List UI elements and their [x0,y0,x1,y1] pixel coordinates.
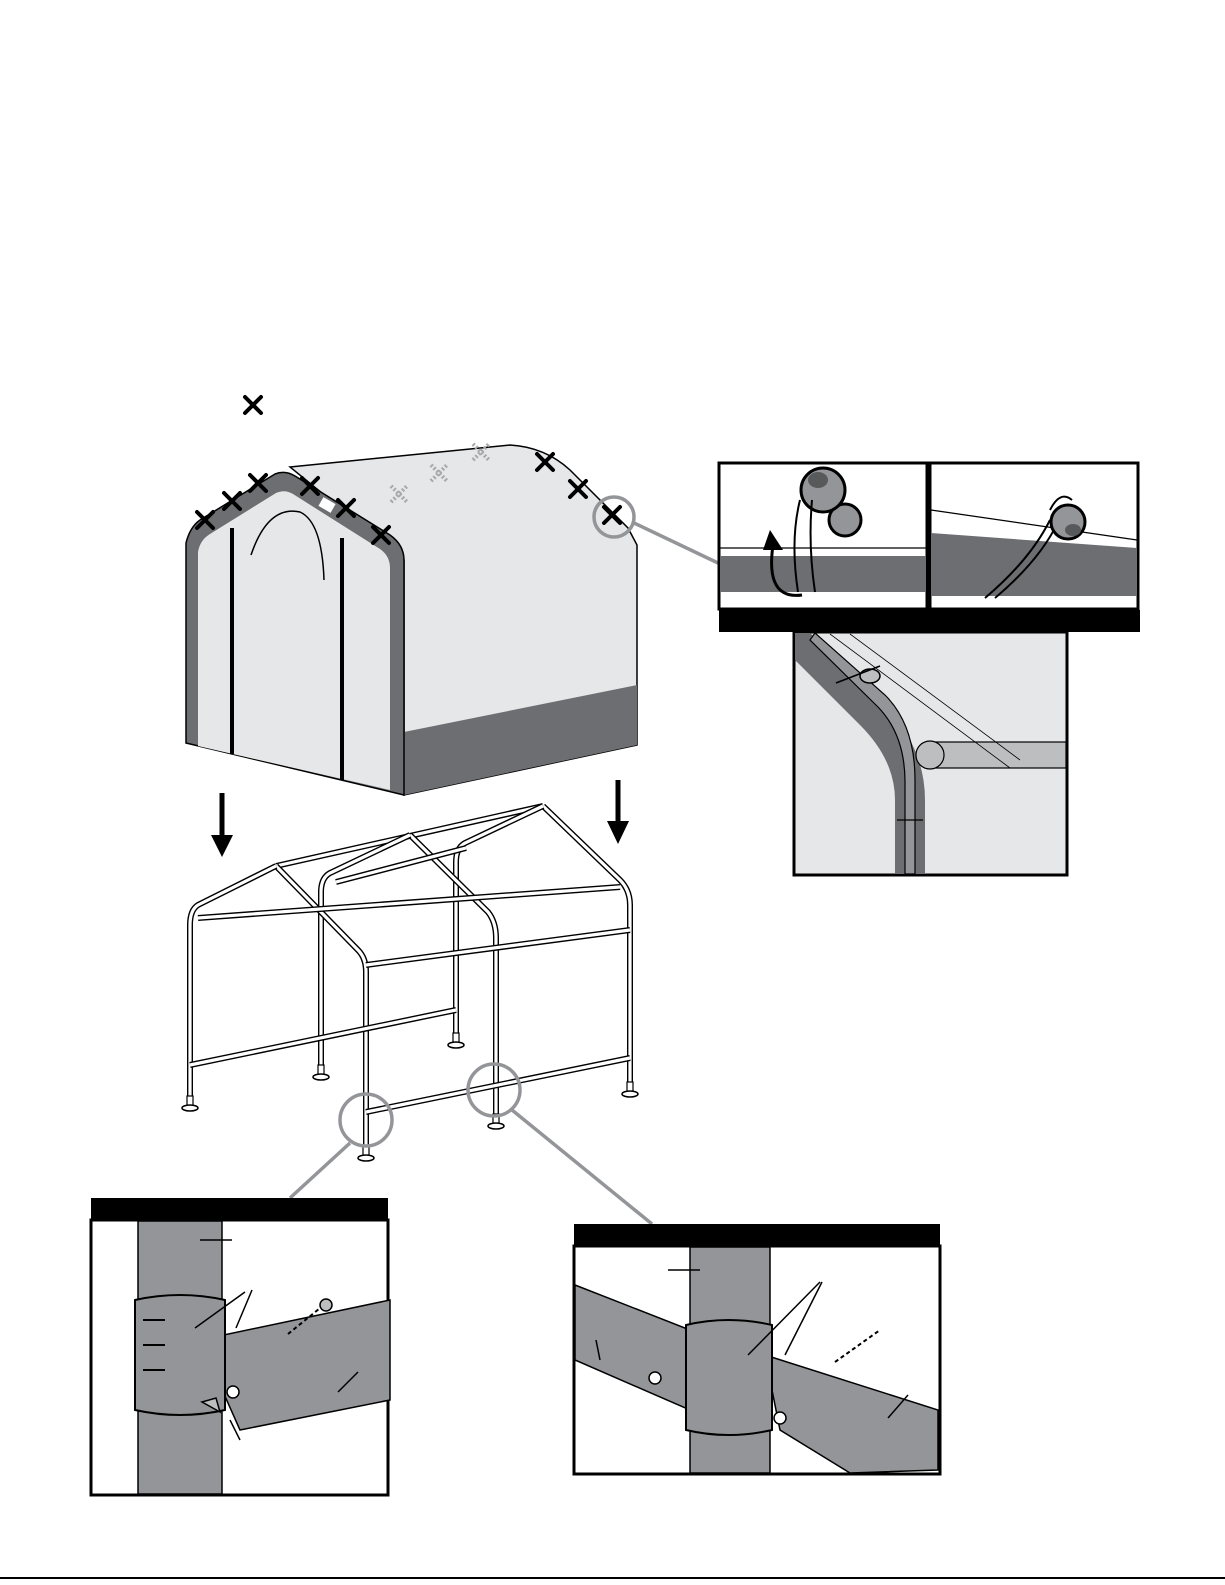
bungee-ball-detail-1 [719,463,927,609]
leg-cross-joint-detail [574,1224,940,1474]
down-arrow-icon [211,793,233,857]
corner-rafter-detail [794,632,1067,875]
bungee-ball-detail-2 [930,463,1138,609]
leg-tee-joint-detail [91,1198,390,1495]
down-arrow-icon [607,780,629,844]
x-mark-icon [245,397,261,413]
canopy-frame [182,806,638,1161]
canopy-cover [186,444,718,795]
page-bottom-rule [0,1577,1225,1579]
